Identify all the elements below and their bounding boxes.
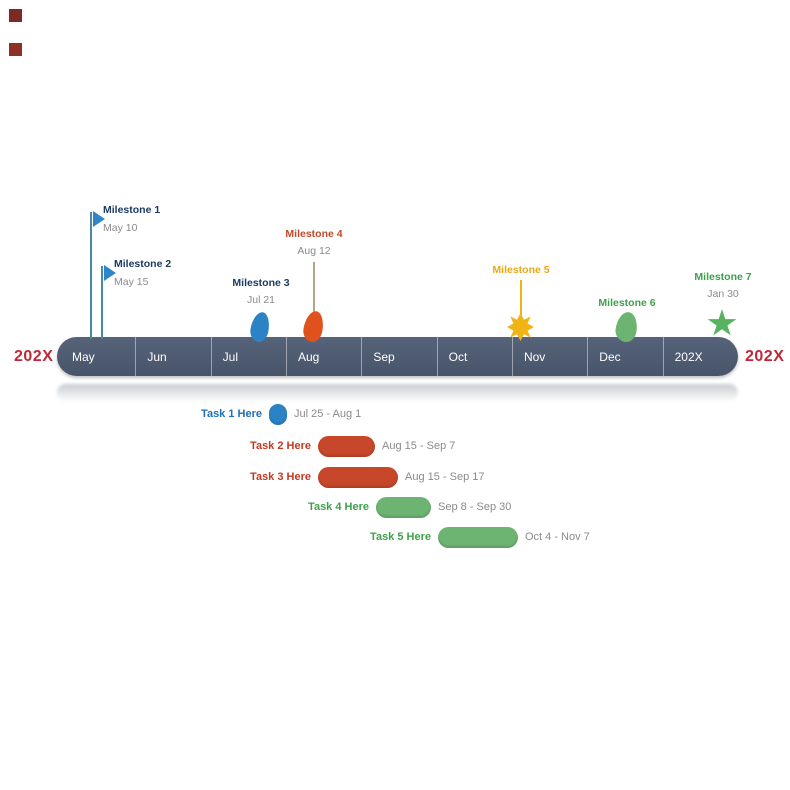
timeline-bar-reflection: [57, 384, 738, 401]
milestone-4-line: [313, 262, 315, 315]
month-label-nov: Nov: [511, 337, 587, 376]
corner-marker-2: [9, 43, 22, 56]
task-2-label: Task 2 Here: [250, 440, 311, 452]
timeline-bar: May Jun Jul Aug Sep Oct Nov Dec 202X: [57, 337, 738, 376]
milestone-2-flag-icon: [104, 265, 116, 281]
task-row-1: Task 1 Here Jul 25 - Aug 1: [98, 403, 361, 425]
milestone-2-line: [101, 266, 103, 339]
task-row-2: Task 2 Here Aug 15 - Sep 7: [147, 435, 455, 457]
task-4-date-range: Sep 8 - Sep 30: [438, 501, 512, 513]
milestone-1-line: [90, 212, 92, 339]
month-label-jul: Jul: [210, 337, 286, 376]
milestone-2-date: May 15: [114, 276, 149, 288]
task-5-bar: [438, 526, 518, 548]
year-label-left: 202X: [14, 348, 54, 365]
task-2-bar: [318, 435, 375, 457]
milestone-5-label: Milestone 5: [492, 264, 550, 276]
month-label-may: May: [72, 349, 95, 364]
milestone-1-flag-icon: [93, 211, 105, 227]
milestone-2-label: Milestone 2: [114, 258, 172, 270]
task-3-label: Task 3 Here: [250, 471, 311, 483]
task-row-5: Task 5 Here Oct 4 - Nov 7: [267, 526, 590, 548]
year-label-right: 202X: [745, 348, 785, 365]
task-row-3: Task 3 Here Aug 15 - Sep 17: [147, 466, 485, 488]
task-2-date-range: Aug 15 - Sep 7: [382, 440, 456, 452]
task-5-label: Task 5 Here: [370, 531, 431, 543]
milestone-7-label: Milestone 7: [694, 271, 752, 283]
milestone-6-label: Milestone 6: [598, 297, 656, 309]
milestone-3-date: Jul 21: [246, 294, 276, 306]
milestone-4-date: Aug 12: [297, 245, 331, 257]
milestone-5-line: [520, 280, 522, 316]
task-1-bar: [269, 403, 287, 425]
task-3-bar: [318, 466, 398, 488]
milestone-1-label: Milestone 1: [103, 204, 161, 216]
task-row-4: Task 4 Here Sep 8 - Sep 30: [205, 496, 511, 518]
month-label-sep: Sep: [361, 337, 436, 376]
month-label-202x: 202X: [662, 337, 738, 376]
milestone-1-date: May 10: [103, 222, 138, 234]
task-1-date-range: Jul 25 - Aug 1: [294, 408, 362, 420]
milestone-4-label: Milestone 4: [285, 228, 343, 240]
task-4-label: Task 4 Here: [308, 501, 369, 513]
task-1-label: Task 1 Here: [201, 408, 262, 420]
task-3-date-range: Aug 15 - Sep 17: [405, 471, 485, 483]
task-4-bar: [376, 496, 431, 518]
milestone-3-label: Milestone 3: [232, 277, 290, 289]
month-label-oct: Oct: [436, 337, 512, 376]
month-label-jun: Jun: [135, 337, 210, 376]
corner-marker-1: [9, 9, 22, 22]
milestone-7-date: Jan 30: [707, 288, 739, 300]
task-5-date-range: Oct 4 - Nov 7: [525, 531, 590, 543]
milestone-5-marker-icon: [507, 313, 534, 341]
milestone-7-star-icon: [707, 309, 737, 336]
month-label-dec: Dec: [587, 337, 662, 376]
month-label-aug: Aug: [285, 337, 361, 376]
